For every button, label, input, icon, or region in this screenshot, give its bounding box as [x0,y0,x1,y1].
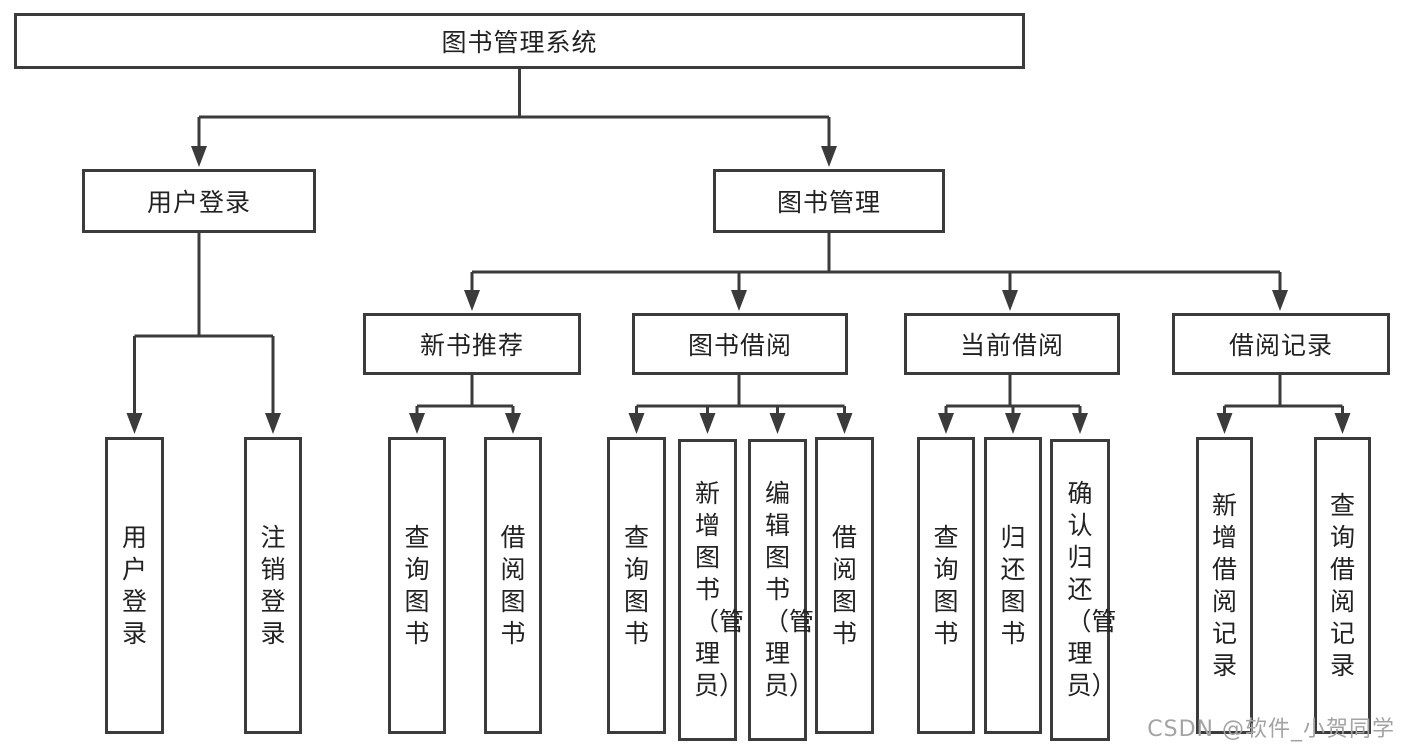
leaf-recommend-query-books-label: 查询图书 [404,522,430,648]
node-book-borrow: 图书借阅 [632,313,848,375]
leaf-current-query-books-label: 查询图书 [933,522,959,648]
leaf-user-login-label: 用户登录 [121,522,147,648]
node-current-borrow: 当前借阅 [904,313,1120,375]
node-book-management-label: 图书管理 [776,188,881,217]
leaf-confirm-return-admin: 确认归还（管理员） [1050,439,1117,741]
leaf-logout: 注销登录 [244,437,302,734]
leaf-borrow-query-books-label: 查询图书 [623,522,649,648]
leaf-borrow-query-books: 查询图书 [607,437,666,734]
node-current-borrow-label: 当前借阅 [959,331,1064,360]
leaf-recommend-borrow-books: 借阅图书 [484,437,542,734]
leaf-add-borrow-record: 新增借阅记录 [1196,437,1253,734]
leaf-return-books: 归还图书 [984,437,1042,734]
node-borrow-records-label: 借阅记录 [1228,331,1333,360]
node-new-book-recommend: 新书推荐 [363,313,581,375]
leaf-add-books-admin: 新增图书（管理员） [678,439,745,741]
leaf-borrow-books-label: 借阅图书 [831,522,857,648]
leaf-current-query-books: 查询图书 [917,437,975,734]
leaf-return-books-label: 归还图书 [1000,522,1026,648]
leaf-confirm-return-admin-label: 确认归还（管理员） [1066,479,1117,700]
leaf-logout-label: 注销登录 [260,522,286,648]
node-library-management-system: 图书管理系统 [14,13,1025,69]
leaf-borrow-books: 借阅图书 [815,437,874,734]
leaf-edit-books-admin: 编辑图书（管理员） [748,439,815,741]
node-book-borrow-label: 图书借阅 [687,331,792,360]
node-user-login-label: 用户登录 [146,188,251,217]
node-book-management: 图书管理 [713,169,945,233]
node-borrow-records: 借阅记录 [1172,313,1390,375]
node-library-management-system-label: 图书管理系统 [441,28,598,57]
leaf-user-login: 用户登录 [105,437,164,734]
leaf-recommend-borrow-books-label: 借阅图书 [500,522,526,648]
leaf-query-borrow-record: 查询借阅记录 [1314,437,1371,734]
node-new-book-recommend-label: 新书推荐 [419,331,524,360]
leaf-recommend-query-books: 查询图书 [388,437,446,734]
leaf-edit-books-admin-label: 编辑图书（管理员） [764,479,815,700]
leaf-query-borrow-record-label: 查询借阅记录 [1329,490,1355,680]
leaf-add-borrow-record-label: 新增借阅记录 [1211,490,1237,680]
leaf-add-books-admin-label: 新增图书（管理员） [694,479,745,700]
node-user-login: 用户登录 [82,169,316,233]
watermark: CSDN @软件_小贺同学 [1147,717,1395,742]
